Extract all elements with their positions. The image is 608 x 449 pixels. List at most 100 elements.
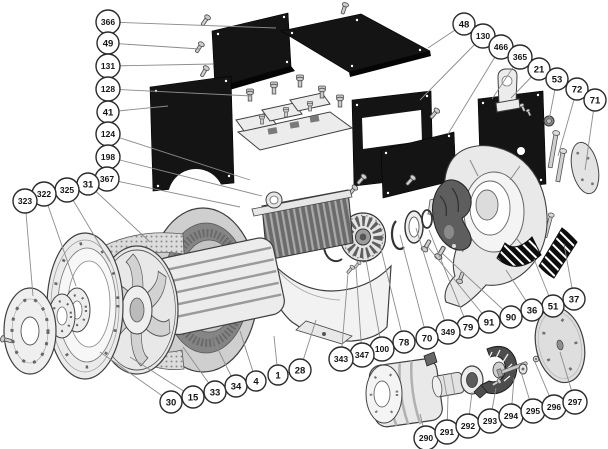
pmg-drum bbox=[365, 351, 443, 428]
wave-washer bbox=[421, 209, 436, 229]
leader-line-100 bbox=[365, 259, 383, 350]
callout-51: 51 bbox=[541, 294, 565, 318]
flywheel-disc bbox=[0, 287, 57, 375]
svg-text:325: 325 bbox=[60, 185, 74, 195]
svg-text:70: 70 bbox=[422, 333, 433, 344]
svg-text:30: 30 bbox=[166, 397, 177, 408]
stator-lower-shell bbox=[267, 256, 392, 345]
svg-text:21: 21 bbox=[534, 64, 545, 75]
leader-line-70 bbox=[399, 234, 428, 339]
svg-text:37: 37 bbox=[569, 294, 580, 305]
svg-text:367: 367 bbox=[100, 174, 114, 184]
callout-41: 41 bbox=[96, 100, 120, 124]
callout-293: 293 bbox=[477, 408, 503, 434]
svg-text:293: 293 bbox=[483, 416, 497, 426]
leader-line-79 bbox=[428, 229, 469, 328]
svg-text:322: 322 bbox=[37, 189, 51, 199]
svg-text:124: 124 bbox=[101, 129, 115, 139]
rear-bracket bbox=[427, 145, 548, 308]
svg-text:343: 343 bbox=[334, 354, 348, 364]
leader-line-30 bbox=[99, 351, 172, 403]
svg-text:34: 34 bbox=[231, 381, 242, 392]
svg-text:198: 198 bbox=[101, 152, 115, 162]
svg-text:466: 466 bbox=[494, 42, 508, 52]
callout-72: 72 bbox=[565, 77, 589, 101]
leader-line-15 bbox=[129, 356, 194, 398]
svg-text:53: 53 bbox=[552, 74, 563, 85]
callout-4: 4 bbox=[245, 370, 267, 392]
callout-292: 292 bbox=[455, 413, 481, 439]
callout-15: 15 bbox=[181, 385, 205, 409]
pmg-rotor-cylinder bbox=[431, 371, 465, 398]
svg-text:128: 128 bbox=[101, 84, 115, 94]
louver-grille-right bbox=[538, 227, 578, 279]
stator-core bbox=[251, 189, 354, 261]
leader-line-71 bbox=[584, 99, 596, 171]
svg-text:91: 91 bbox=[484, 317, 495, 328]
svg-text:290: 290 bbox=[419, 433, 433, 443]
svg-text:28: 28 bbox=[295, 365, 306, 376]
end-cover-disc bbox=[534, 306, 586, 384]
svg-text:31: 31 bbox=[83, 179, 94, 190]
svg-text:291: 291 bbox=[440, 427, 454, 437]
svg-text:349: 349 bbox=[441, 327, 455, 337]
svg-text:323: 323 bbox=[18, 196, 32, 206]
callout-1: 1 bbox=[267, 364, 289, 386]
leader-line-323 bbox=[24, 200, 34, 297]
svg-text:347: 347 bbox=[355, 350, 369, 360]
callout-28: 28 bbox=[288, 358, 312, 382]
callout-347: 347 bbox=[349, 342, 375, 368]
leader-line-90 bbox=[442, 253, 512, 318]
leader-line-198 bbox=[107, 156, 263, 197]
callout-294: 294 bbox=[498, 403, 524, 429]
leader-line-367 bbox=[106, 178, 241, 208]
svg-text:131: 131 bbox=[101, 61, 115, 71]
leader-line-366 bbox=[107, 21, 277, 29]
louver-grille-left bbox=[496, 236, 542, 267]
svg-text:90: 90 bbox=[506, 312, 517, 323]
svg-text:295: 295 bbox=[526, 406, 540, 416]
pmg-stator-ring bbox=[460, 365, 484, 395]
callout-295: 295 bbox=[520, 398, 546, 424]
svg-text:297: 297 bbox=[568, 397, 582, 407]
svg-text:51: 51 bbox=[548, 301, 559, 312]
svg-text:130: 130 bbox=[476, 31, 490, 41]
svg-text:366: 366 bbox=[101, 17, 115, 27]
callout-layer: 3664913112841124198367313253223234813046… bbox=[12, 9, 607, 449]
svg-text:41: 41 bbox=[103, 107, 114, 118]
callout-343: 343 bbox=[328, 346, 354, 372]
callout-31: 31 bbox=[76, 172, 100, 196]
leader-line-347 bbox=[355, 267, 363, 356]
fan-hub bbox=[431, 179, 472, 251]
callout-325: 325 bbox=[54, 177, 80, 203]
callout-30: 30 bbox=[159, 390, 183, 414]
svg-text:100: 100 bbox=[375, 344, 389, 354]
callout-91: 91 bbox=[477, 310, 501, 334]
callout-78: 78 bbox=[392, 330, 416, 354]
svg-text:78: 78 bbox=[399, 337, 410, 348]
small-screws-center bbox=[345, 259, 363, 276]
svg-text:71: 71 bbox=[590, 95, 601, 106]
callout-48: 48 bbox=[452, 12, 476, 36]
callout-100: 100 bbox=[369, 336, 395, 362]
callout-53: 53 bbox=[545, 67, 569, 91]
leader-line-466 bbox=[447, 46, 502, 135]
circlip bbox=[390, 220, 405, 251]
callout-349: 349 bbox=[435, 319, 461, 345]
leader-line-130 bbox=[419, 35, 484, 101]
svg-text:79: 79 bbox=[463, 322, 474, 333]
callout-128: 128 bbox=[95, 76, 121, 102]
svg-text:48: 48 bbox=[459, 19, 470, 30]
svg-text:4: 4 bbox=[253, 376, 259, 387]
leader-line-91 bbox=[427, 246, 490, 323]
callout-37: 37 bbox=[562, 287, 586, 311]
leader-line-343 bbox=[340, 272, 349, 360]
svg-text:72: 72 bbox=[572, 84, 583, 95]
callout-33: 33 bbox=[203, 380, 227, 404]
callout-365: 365 bbox=[507, 44, 533, 70]
terminal-block-assembly bbox=[235, 74, 354, 151]
svg-text:294: 294 bbox=[504, 411, 518, 421]
rectifier-claw bbox=[473, 346, 518, 399]
